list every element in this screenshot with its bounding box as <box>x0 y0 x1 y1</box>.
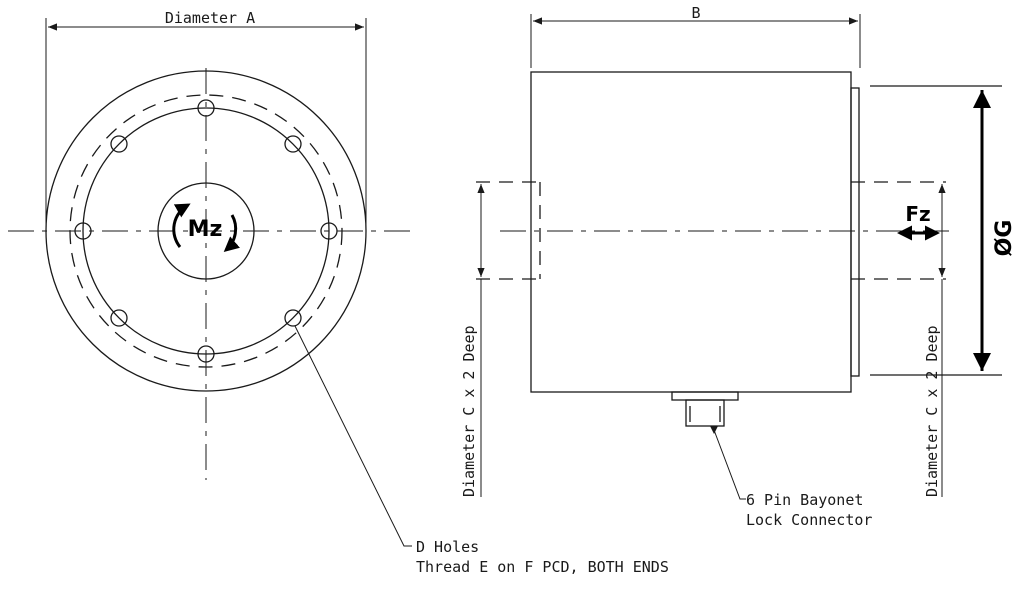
force-label: Fz <box>905 202 930 226</box>
mounting-hole <box>197 99 215 117</box>
end-flange <box>850 87 860 377</box>
mounting-hole <box>74 222 92 240</box>
diameter-g-label: ØG <box>992 220 1017 257</box>
torque-arrow-right-icon <box>223 214 240 252</box>
connector-label-line1: 6 Pin Bayonet <box>746 491 863 509</box>
cylinder-body <box>530 71 852 393</box>
mounting-hole <box>110 135 128 153</box>
connector-leader-arrow <box>710 426 718 434</box>
mounting-hole <box>320 222 338 240</box>
outer-diameter-circle <box>45 70 367 392</box>
mounting-hole <box>284 309 302 327</box>
connector-label-line2: Lock Connector <box>746 511 872 529</box>
mounting-hole <box>110 309 128 327</box>
right-diameter-c-label: Diameter C x 2 Deep <box>923 325 941 497</box>
mounting-holes <box>74 99 338 363</box>
diameter-a-label: Diameter A <box>165 9 255 27</box>
mounting-hole <box>284 135 302 153</box>
center-bore-circle <box>157 182 255 280</box>
left-diameter-c-label: Diameter C x 2 Deep <box>460 325 478 497</box>
connector-body <box>685 399 725 427</box>
pcd-circle <box>82 107 330 355</box>
torque-label: Mz <box>188 217 223 242</box>
b-label: B <box>691 4 700 22</box>
holes-leader-line <box>294 325 412 547</box>
torque-arrow-left-icon <box>172 203 191 248</box>
holes-label-line1: D Holes <box>416 538 479 556</box>
connector-leader-line <box>713 429 746 500</box>
holes-label-line2: Thread E on F PCD, BOTH ENDS <box>416 558 669 576</box>
mounting-hole <box>197 345 215 363</box>
end-view: Diameter A Mz D Holes Thread E on F PCD,… <box>8 9 669 576</box>
connector-base <box>671 391 739 401</box>
hidden-diameter-circle <box>69 94 343 368</box>
side-view: B Diameter C x 2 Deep Diameter C x 2 Dee… <box>460 4 1017 529</box>
